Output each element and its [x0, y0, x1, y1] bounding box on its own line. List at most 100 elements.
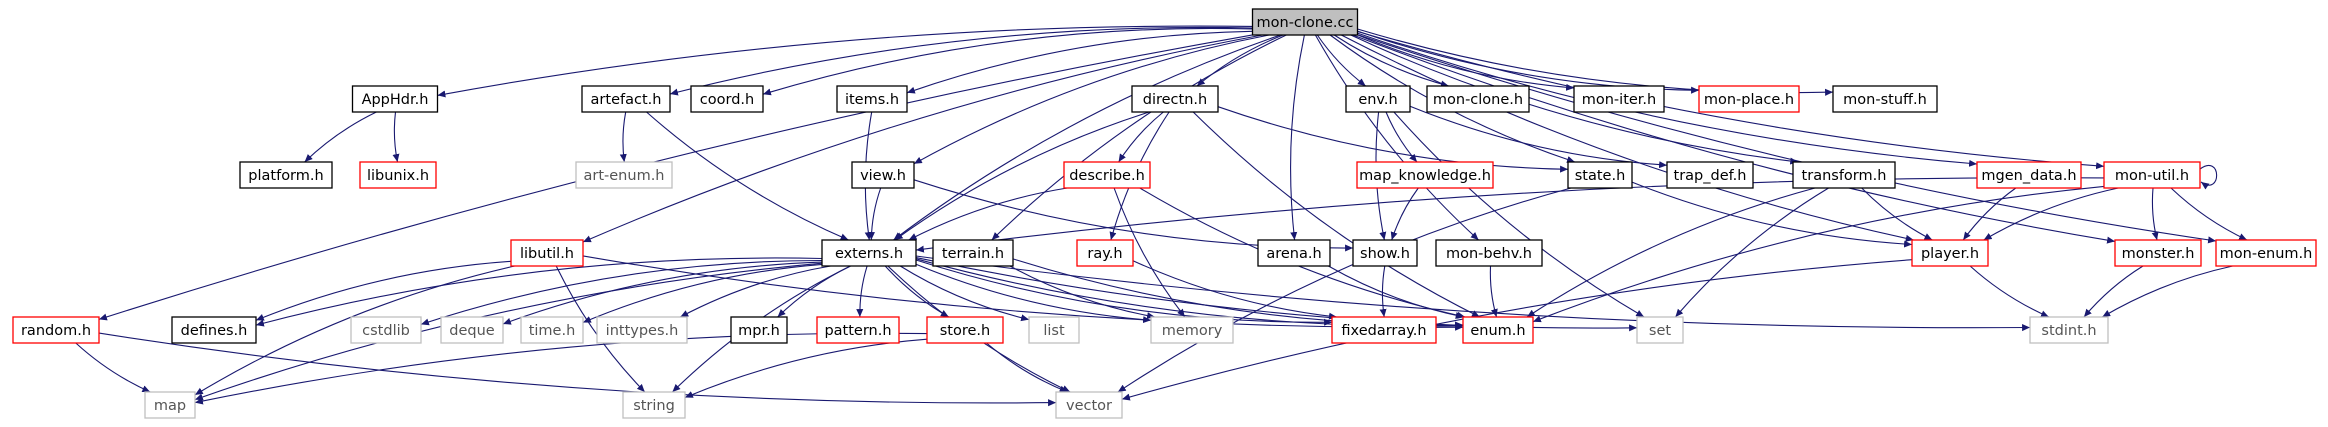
node-box — [1352, 239, 1418, 267]
node-describe-h[interactable]: describe.h — [1063, 161, 1151, 189]
node-mpr-h[interactable]: mpr.h — [730, 316, 788, 344]
node-box — [1976, 161, 2082, 189]
node-map-knowledge-h[interactable]: map_knowledge.h — [1356, 161, 1494, 189]
edge-artefact_h-to-externs_h — [646, 111, 849, 241]
node-mon-enum-h[interactable]: mon-enum.h — [2215, 239, 2317, 267]
edge-externs_h-to-set — [915, 257, 1638, 332]
node-box — [932, 239, 1014, 267]
node-label: mon-place.h — [1704, 92, 1794, 108]
node-defines-h[interactable]: defines.h — [171, 316, 257, 344]
node-mon-clone-h[interactable]: mon-clone.h — [1426, 85, 1530, 113]
node-label: show.h — [1360, 246, 1410, 262]
node-label: externs.h — [835, 246, 903, 262]
edge-libutil_h-to-map — [194, 265, 515, 396]
node-coord-h[interactable]: coord.h — [690, 85, 764, 113]
node-label: directn.h — [1143, 92, 1207, 108]
edge-mon_behv_h-to-enum_h — [1489, 265, 1498, 318]
edge-mon_util_h-to-mon_enum_h — [2170, 187, 2248, 241]
node-box — [1131, 85, 1219, 113]
node-label: terrain.h — [942, 246, 1004, 262]
node-mon-iter-h[interactable]: mon-iter.h — [1573, 85, 1665, 113]
node-art-enum-h: art-enum.h — [575, 161, 673, 189]
node-box — [1567, 161, 1633, 189]
node-box — [1028, 316, 1080, 344]
edge-store_h-to-vector — [986, 342, 1068, 393]
edge-mon_clone_cc-to-mgen_data_h — [1357, 32, 1978, 167]
edge-libutil_h-to-defines_h — [255, 260, 512, 321]
node-box — [1356, 161, 1494, 189]
node-label: mon-stuff.h — [1843, 92, 1927, 108]
node-transform-h[interactable]: transform.h — [1792, 161, 1896, 189]
node-label: monster.h — [2122, 246, 2195, 262]
edge-artefact_h-to-art_enum_h — [619, 111, 627, 163]
edge-mon_clone_cc-to-apphdr_h — [437, 25, 1253, 98]
node-directn-h[interactable]: directn.h — [1131, 85, 1219, 113]
edge-mon_clone_cc-to-transform_h — [1350, 34, 1799, 165]
node-box — [1257, 239, 1331, 267]
node-store-h[interactable]: store.h — [926, 316, 1004, 344]
edge-player_h-to-vector — [1121, 259, 1913, 401]
node-random-h[interactable]: random.h — [12, 316, 100, 344]
edge-transform_h-to-player_h — [1861, 187, 1933, 241]
edge-describe_h-to-externs_h — [908, 187, 1068, 241]
node-label: platform.h — [248, 168, 323, 184]
node-env-h[interactable]: env.h — [1345, 85, 1411, 113]
node-label: inttypes.h — [606, 323, 679, 339]
node-artefact-h[interactable]: artefact.h — [581, 85, 671, 113]
edge-externs_h-to-list — [899, 265, 1030, 322]
node-monster-h[interactable]: monster.h — [2114, 239, 2202, 267]
node-label: mon-behv.h — [1446, 246, 1532, 262]
edge-mon_clone_cc-to-mon_clone_h — [1333, 34, 1449, 88]
node-trap-def-h[interactable]: trap_def.h — [1666, 161, 1754, 189]
edge-mon_clone_cc-to-items_h — [906, 30, 1253, 94]
node-label: time.h — [529, 323, 576, 339]
node-platform-h[interactable]: platform.h — [239, 161, 333, 189]
node-box — [730, 316, 788, 344]
node-cstdlib: cstdlib — [350, 316, 422, 344]
node-box — [1435, 239, 1543, 267]
node-state-h[interactable]: state.h — [1567, 161, 1633, 189]
node-view-h[interactable]: view.h — [851, 161, 915, 189]
node-label: mon-util.h — [2115, 168, 2189, 184]
node-box — [1573, 85, 1665, 113]
edge-arena_h-to-enum_h — [1328, 265, 1464, 319]
node-fixedarray-h[interactable]: fixedarray.h — [1331, 316, 1437, 344]
node-items-h[interactable]: items.h — [836, 85, 908, 113]
node-mgen-data-h[interactable]: mgen_data.h — [1976, 161, 2082, 189]
node-show-h[interactable]: show.h — [1352, 239, 1418, 267]
node-label: mon-enum.h — [2220, 246, 2313, 262]
node-mon-util-h[interactable]: mon-util.h — [2103, 161, 2201, 189]
node-box — [171, 316, 257, 344]
node-string: string — [622, 391, 686, 419]
edge-view_h-to-externs_h — [867, 187, 882, 241]
node-box — [821, 239, 917, 267]
edge-externs_h-to-mpr_h — [777, 265, 851, 318]
node-deque: deque — [440, 316, 504, 344]
node-pattern-h[interactable]: pattern.h — [816, 316, 900, 344]
node-player-h[interactable]: player.h — [1911, 239, 1989, 267]
node-libunix-h[interactable]: libunix.h — [359, 161, 437, 189]
node-stdint-h: stdint.h — [2029, 316, 2109, 344]
node-apphdr-h[interactable]: AppHdr.h — [351, 85, 439, 113]
node-box — [836, 85, 908, 113]
node-libutil-h[interactable]: libutil.h — [510, 239, 584, 267]
node-box — [2103, 161, 2201, 189]
node-enum-h[interactable]: enum.h — [1462, 316, 1534, 344]
node-arena-h[interactable]: arena.h — [1257, 239, 1331, 267]
node-label: transform.h — [1802, 168, 1887, 184]
node-terrain-h[interactable]: terrain.h — [932, 239, 1014, 267]
edge-env_h-to-trap_def_h — [1409, 105, 1668, 169]
node-box — [359, 161, 437, 189]
node-label: enum.h — [1470, 323, 1525, 339]
node-mon-clone-cc[interactable]: mon-clone.cc — [1251, 8, 1359, 36]
node-mon-place-h[interactable]: mon-place.h — [1698, 85, 1800, 113]
node-externs-h[interactable]: externs.h — [821, 239, 917, 267]
node-box — [144, 391, 196, 419]
node-box — [1150, 316, 1234, 344]
node-box — [350, 316, 422, 344]
node-ray-h[interactable]: ray.h — [1076, 239, 1134, 267]
node-label: vector — [1066, 398, 1112, 414]
node-mon-behv-h[interactable]: mon-behv.h — [1435, 239, 1543, 267]
node-mon-stuff-h[interactable]: mon-stuff.h — [1832, 85, 1938, 113]
